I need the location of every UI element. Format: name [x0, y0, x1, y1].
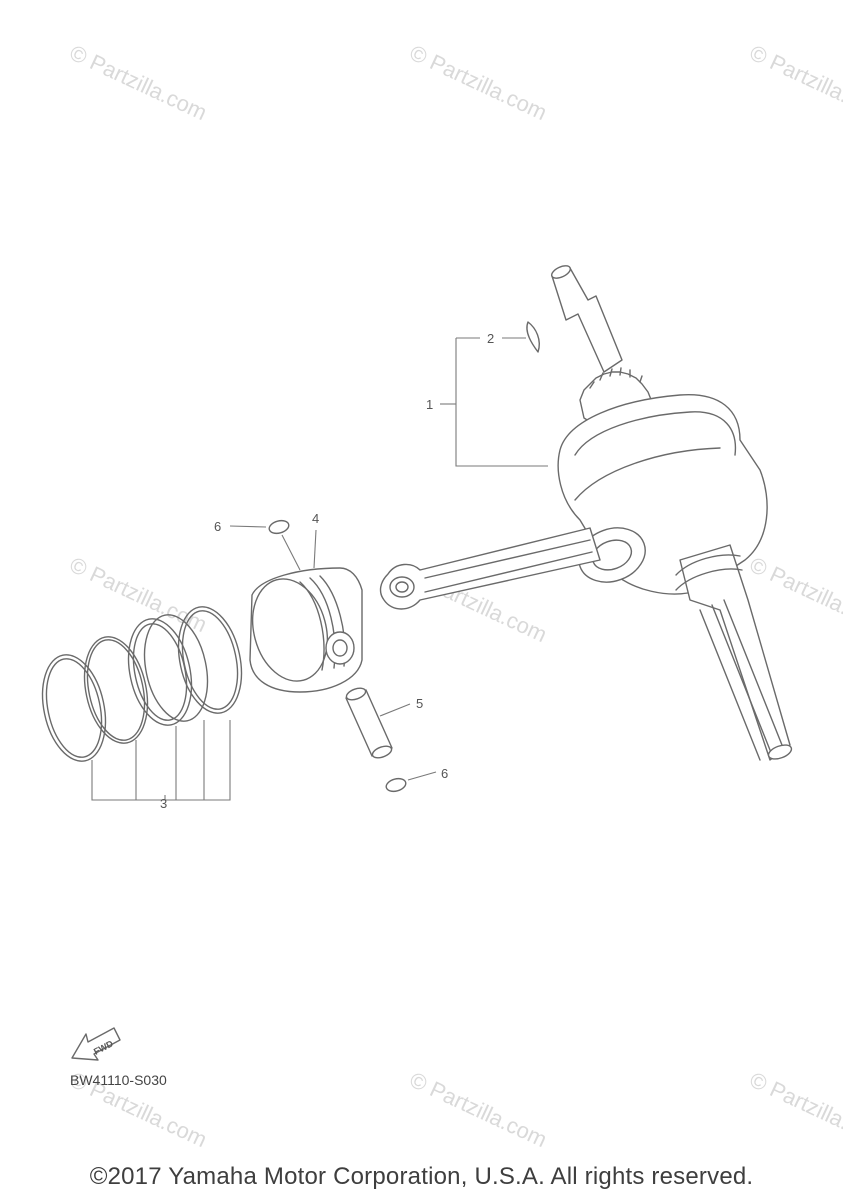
diagram-code: BW41110-S030	[70, 1072, 167, 1088]
copyright-notice: ©2017 Yamaha Motor Corporation, U.S.A. A…	[89, 1163, 754, 1190]
callout-1: 1	[426, 397, 433, 412]
circlip-upper	[268, 519, 290, 535]
leader-lines	[91, 337, 548, 801]
big-end	[578, 527, 646, 583]
crank-upper-shaft	[551, 267, 623, 373]
forward-arrow-icon: FWD	[71, 1027, 121, 1061]
woodruff-key	[526, 321, 540, 353]
circlip-lower	[385, 777, 407, 793]
watermark-3: © Partzilla.com	[746, 40, 843, 125]
watermark-1: © Partzilla.com	[66, 40, 211, 125]
callout-2: 2	[487, 331, 494, 346]
callout-4: 4	[312, 511, 319, 526]
piston-rings	[41, 606, 243, 762]
watermark-9: © Partzilla.com	[746, 1067, 843, 1152]
watermark-2: © Partzilla.com	[406, 40, 551, 125]
piston-pin	[345, 687, 393, 759]
callout-6-lower: 6	[441, 766, 448, 781]
connecting-rod	[379, 527, 601, 610]
piston	[249, 567, 363, 693]
crankshaft-assembly	[550, 265, 793, 761]
callout-6-upper: 6	[214, 519, 221, 534]
callout-3: 3	[160, 796, 167, 811]
watermark-8: © Partzilla.com	[406, 1067, 551, 1152]
callout-5: 5	[416, 696, 423, 711]
watermark-6: © Partzilla.com	[746, 552, 843, 637]
